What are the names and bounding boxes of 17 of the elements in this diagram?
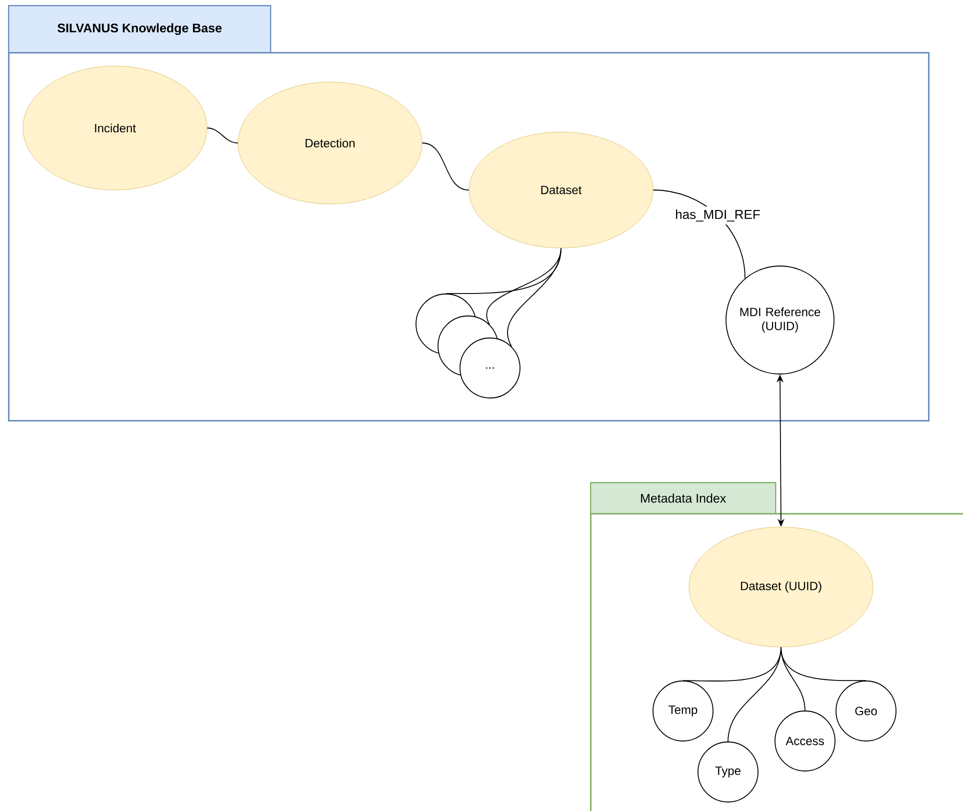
- edge-label: has_MDI_REF: [672, 206, 764, 224]
- connector: [507, 248, 562, 347]
- heading-tab: Metadata Index: [590, 482, 776, 514]
- heading-tab: SILVANUS Knowledge Base: [8, 5, 272, 54]
- ellipse-node: Incident: [22, 66, 208, 190]
- circle-node: Access: [774, 710, 836, 772]
- circle-node: Temp: [652, 680, 714, 742]
- circle-node: Geo: [836, 680, 896, 742]
- circle-node: Type: [698, 742, 758, 802]
- ellipse-node: Detection: [238, 82, 422, 204]
- connector: [206, 128, 238, 144]
- circle-node: ...: [460, 338, 520, 398]
- ellipse-node: Dataset (UUID): [688, 526, 874, 648]
- connector: [422, 142, 470, 190]
- connector: [780, 646, 866, 682]
- ellipse-node: Dataset: [468, 132, 654, 248]
- circle-node: MDI Reference (UUID): [726, 266, 834, 374]
